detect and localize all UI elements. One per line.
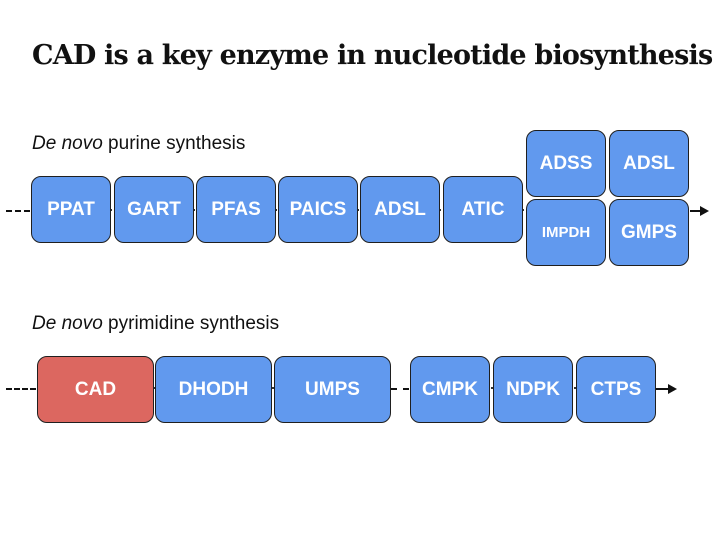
slide-title: CAD is a key enzyme in nucleotide biosyn… (32, 40, 713, 71)
enzyme-ndpk: NDPK (493, 356, 573, 423)
enzyme-dhodh: DHODH (155, 356, 272, 423)
enzyme-umps: UMPS (274, 356, 391, 423)
connector-dot (357, 209, 359, 211)
connector-dot (491, 387, 493, 389)
purine-inflow-dash (6, 210, 30, 212)
enzyme-cad: CAD (37, 356, 154, 423)
connector-dot (275, 209, 277, 211)
connector-dot (522, 209, 524, 211)
connector-dot (272, 387, 274, 389)
connector-dot (153, 387, 155, 389)
enzyme-paics: PAICS (278, 176, 358, 243)
enzyme-cmpk: CMPK (410, 356, 490, 423)
purine-section-label: De novo purine synthesis (32, 133, 245, 155)
purine-label-italic: De novo (32, 133, 103, 154)
enzyme-pfas: PFAS (196, 176, 276, 243)
pyrimidine-inflow-dash (6, 388, 36, 390)
pyrimidine-gap-dash (391, 388, 409, 390)
enzyme-impdh: IMPDH (526, 199, 606, 266)
pyrimidine-section-label: De novo pyrimidine synthesis (32, 313, 279, 335)
pyrimidine-outflow-arrowhead (668, 384, 677, 394)
pyrimidine-outflow-dash (656, 388, 668, 390)
connector-dot (439, 209, 441, 211)
enzyme-adsl: ADSL (360, 176, 440, 243)
purine-label-text: purine synthesis (102, 133, 246, 154)
enzyme-adsl-branch: ADSL (609, 130, 689, 197)
enzyme-gmps: GMPS (609, 199, 689, 266)
connector-dot (574, 387, 576, 389)
pyrimidine-label-text: pyrimidine synthesis (102, 313, 280, 334)
enzyme-ctps: CTPS (576, 356, 656, 423)
enzyme-ppat: PPAT (31, 176, 111, 243)
pyrimidine-label-italic: De novo (32, 313, 103, 334)
connector-dot (110, 209, 112, 211)
enzyme-adss: ADSS (526, 130, 606, 197)
enzyme-atic: ATIC (443, 176, 523, 243)
purine-outflow-dash (690, 210, 700, 212)
connector-dot (193, 209, 195, 211)
enzyme-gart: GART (114, 176, 194, 243)
purine-outflow-arrowhead (700, 206, 709, 216)
